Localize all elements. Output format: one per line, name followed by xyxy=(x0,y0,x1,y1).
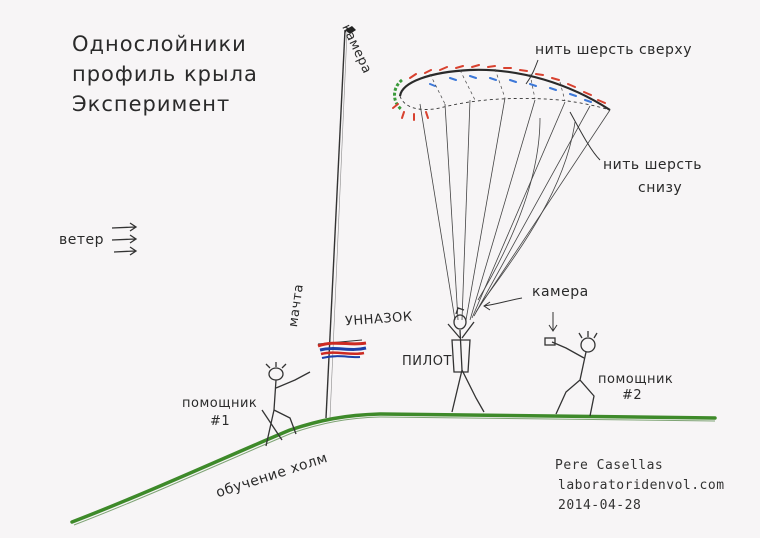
hill-ground-line xyxy=(70,412,717,524)
signature-date: 2014-04-28 xyxy=(558,498,642,513)
wool-top-label: нить шерсть сверху xyxy=(535,42,692,58)
leading-edge-mark xyxy=(393,78,404,112)
top-wool-tufts xyxy=(409,64,606,104)
signature-site: laboratoridenvol.com xyxy=(558,478,725,493)
helper2-figure xyxy=(544,331,598,417)
title-line-3: Эксперимент xyxy=(72,92,231,116)
helper2-number: #2 xyxy=(622,388,643,403)
helper2-label: помощник xyxy=(598,372,674,387)
mast-pole xyxy=(325,29,346,419)
camera-label: камера xyxy=(532,284,589,300)
bottom-wool-tufts xyxy=(429,75,592,103)
camera-arrow xyxy=(483,297,523,311)
wool-bottom-label-2: снизу xyxy=(638,180,683,196)
helper1-label: помощник xyxy=(182,396,258,411)
wing-profile xyxy=(392,64,611,121)
signature-author: Pere Casellas xyxy=(555,458,664,473)
wind-label: ветер xyxy=(59,232,105,248)
mast-camera-icon xyxy=(345,26,356,34)
helper1-number: #1 xyxy=(210,414,231,429)
wind-arrows-icon xyxy=(111,222,138,256)
title-line-2: профиль крыла xyxy=(72,62,258,86)
suspension-lines xyxy=(419,97,611,321)
wool-bottom-arrow xyxy=(569,111,601,161)
pilot-label: ПИЛОТ xyxy=(402,354,452,369)
wool-bottom-label-1: нить шерсть xyxy=(603,157,703,173)
helper1-figure xyxy=(261,362,311,447)
title-line-1: Однослойники xyxy=(72,32,247,56)
windsock-icon xyxy=(317,339,367,359)
hill-ground-line-shade xyxy=(73,416,716,526)
helper-camera-arrow xyxy=(548,312,558,332)
wool-top-arrow xyxy=(525,59,539,85)
pilot-figure xyxy=(447,307,485,413)
